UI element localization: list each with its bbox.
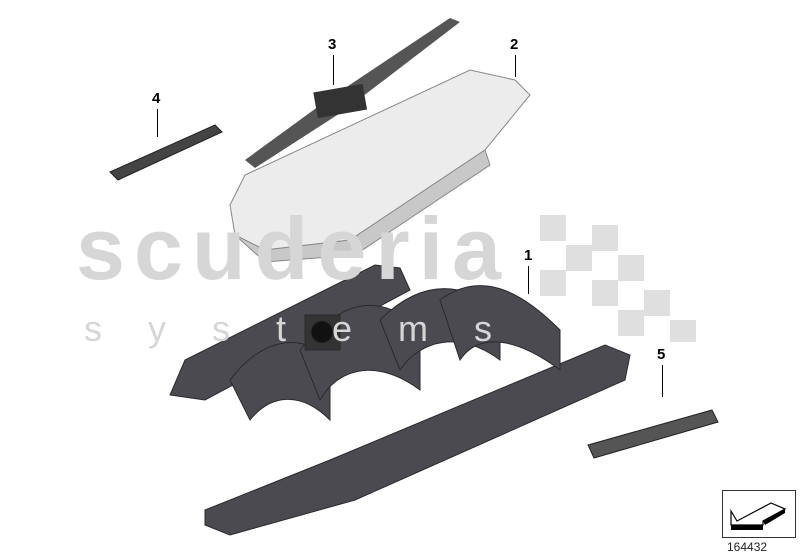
reference-arrow-icon xyxy=(722,490,796,538)
leader-line-4 xyxy=(157,109,158,137)
callout-1: 1 xyxy=(524,247,533,264)
emblem-small xyxy=(109,124,223,181)
callout-5: 5 xyxy=(657,346,666,363)
callout-4: 4 xyxy=(152,90,161,107)
callout-3: 3 xyxy=(328,36,337,53)
leader-line-3 xyxy=(333,55,334,85)
emblem-large xyxy=(587,409,719,459)
leader-line-5 xyxy=(662,365,663,397)
intake-manifold xyxy=(169,264,631,536)
engine-cover xyxy=(229,69,531,263)
leader-line-1 xyxy=(528,266,529,294)
leader-line-2 xyxy=(515,55,516,77)
callout-2: 2 xyxy=(510,36,519,53)
cover-trim-strip xyxy=(245,18,460,168)
checker-flag-watermark xyxy=(540,215,696,342)
reference-number: 164432 xyxy=(727,540,768,554)
